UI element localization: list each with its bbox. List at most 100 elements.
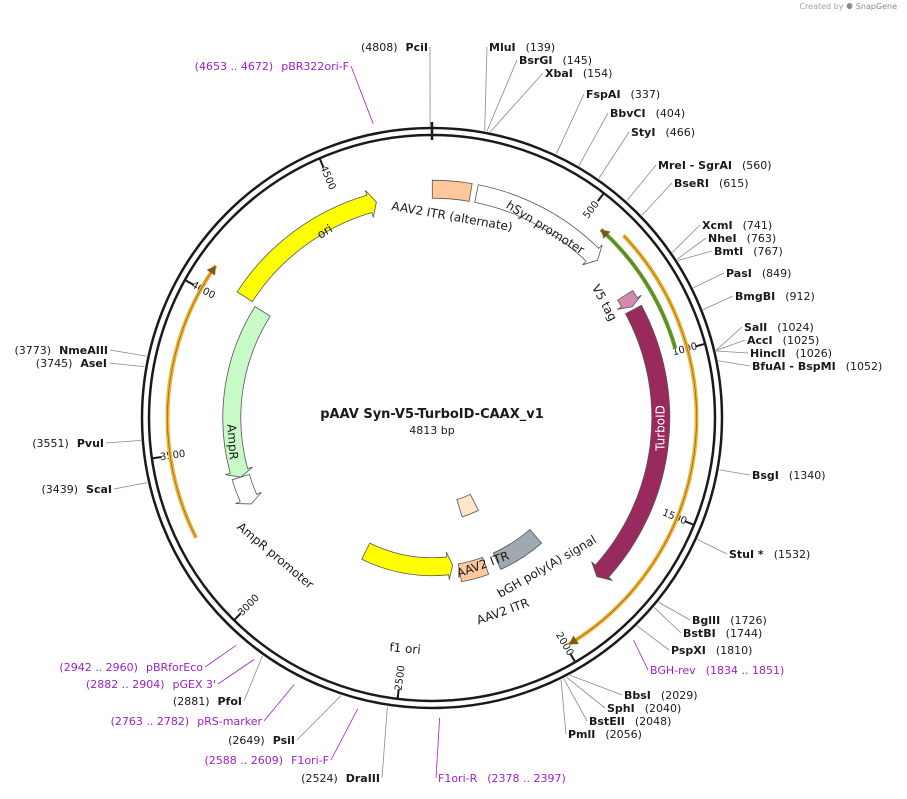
site-pfoi[interactable]: PfoI(2881)	[173, 695, 242, 708]
site-position: (3551)	[32, 437, 69, 450]
site-fspai[interactable]: FspAI(337)	[586, 88, 660, 101]
site-line-xbai	[490, 72, 544, 133]
tick-mark	[233, 612, 242, 621]
site-bstbi[interactable]: BstBI(1744)	[683, 627, 762, 640]
site-line-bseri	[641, 182, 673, 216]
site-scai[interactable]: ScaI(3439)	[41, 483, 112, 496]
site-hincii[interactable]: HincII(1026)	[750, 347, 832, 360]
primer-prs-marker[interactable]: pRS-marker(2763 .. 2782)	[111, 715, 263, 728]
site-position: (560)	[742, 159, 772, 172]
orf-orange-left-arrowhead	[206, 265, 216, 276]
site-bsrgi[interactable]: BsrGI(145)	[519, 54, 592, 67]
feature-turboid[interactable]	[591, 304, 671, 581]
primer-f1ori-f[interactable]: F1ori-F(2588 .. 2609)	[205, 754, 330, 767]
feature-bgh-polya-signal[interactable]	[492, 528, 543, 570]
primer-pgex-3[interactable]: pGEX 3'(2882 .. 2904)	[86, 678, 216, 691]
site-bmgbi[interactable]: BmgBI(912)	[735, 290, 815, 303]
feature-aav2-itr-lower[interactable]	[457, 556, 490, 583]
watermark-created-by: Created by	[799, 2, 844, 11]
site-pspxi[interactable]: PspXI(1810)	[671, 644, 752, 657]
feature-ori[interactable]	[236, 190, 377, 303]
site-name: HincII	[750, 347, 786, 360]
feature-aav2-itr-light[interactable]	[456, 493, 479, 518]
site-pmli[interactable]: PmlI(2056)	[568, 728, 642, 741]
site-bseri[interactable]: BseRI(615)	[674, 177, 749, 190]
site-line-mlui	[484, 46, 488, 131]
site-psii[interactable]: PsiI(2649)	[228, 734, 295, 747]
site-line-acci	[715, 339, 746, 352]
site-nhei[interactable]: NheI(763)	[708, 232, 776, 245]
site-pasi[interactable]: PasI(849)	[726, 267, 791, 280]
primer-pbr322ori-f[interactable]: pBR322ori-F(4653 .. 4672)	[195, 60, 349, 73]
primer-line-pgex-3	[217, 659, 255, 685]
site-line-hincii	[716, 350, 749, 354]
site-line-pspxi	[636, 625, 670, 651]
feature-ampr[interactable]	[222, 306, 271, 478]
site-line-bmti	[677, 250, 713, 261]
site-mrei-sgrai[interactable]: MreI - SgrAI (560)	[658, 159, 772, 172]
site-sphi[interactable]: SphI(2040)	[607, 702, 681, 715]
site-line-nmeaiii	[109, 349, 147, 357]
feature-label-ampr: AmpR	[224, 424, 240, 461]
primer-pbrforeco[interactable]: pBRforEco (2942 .. 2960)	[59, 661, 203, 674]
site-line-bsgi	[719, 469, 751, 476]
site-styi[interactable]: StyI(466)	[631, 126, 695, 139]
feature-ampr-promoter[interactable]	[231, 473, 262, 505]
primer-bgh-rev[interactable]: BGH-rev(1834 .. 1851)	[650, 664, 784, 677]
site-mlui[interactable]: MluI(139)	[489, 41, 555, 54]
feature-v5-tag[interactable]	[617, 290, 642, 310]
site-line-bfuai-bspmi	[718, 360, 751, 367]
feature-f1-ori[interactable]	[361, 542, 454, 580]
site-position: (1340)	[789, 469, 826, 482]
feature-hsyn-promoter[interactable]	[474, 184, 603, 266]
site-xcmi[interactable]: XcmI(741)	[702, 219, 772, 232]
site-bbsi[interactable]: BbsI(2029)	[624, 689, 697, 702]
site-acci[interactable]: AccI(1025)	[747, 334, 819, 347]
site-name: PciI	[406, 41, 428, 54]
watermark: Created by ⚈ SnapGene	[799, 2, 897, 11]
site-position: (145)	[562, 54, 592, 67]
site-name: DraIII	[346, 772, 380, 785]
tick-mark	[695, 342, 706, 348]
site-position: (2524)	[301, 772, 338, 785]
site-line-scai	[113, 482, 148, 490]
site-name: BbsI	[624, 689, 651, 702]
site-position: (2056)	[605, 728, 642, 741]
site-nmeaiii[interactable]: NmeAIII(3773)	[15, 344, 109, 357]
site-name: NmeAIII	[59, 344, 108, 357]
site-name: PsiI	[273, 734, 295, 747]
site-bglii[interactable]: BglII(1726)	[692, 614, 767, 627]
tick-label: 2500	[394, 665, 408, 692]
site-bsteii[interactable]: BstEII(2048)	[589, 715, 671, 728]
site-draiii[interactable]: DraIII (2524)	[301, 772, 380, 785]
site-bmti[interactable]: BmtI(767)	[714, 245, 783, 258]
site-name: MreI - SgrAI	[658, 159, 732, 172]
site-name: BmtI	[714, 245, 743, 258]
site-name: XcmI	[702, 219, 733, 232]
primer-position: (2942 .. 2960)	[59, 661, 138, 674]
site-bfuai-bspmi[interactable]: BfuAI - BspMI(1052)	[752, 360, 882, 373]
site-name: BsgI	[752, 469, 779, 482]
site-line-stui	[697, 539, 728, 555]
site-stui[interactable]: StuI *(1532)	[729, 548, 810, 561]
feature-aav2-itr-alternate[interactable]	[431, 179, 473, 202]
site-bsgi[interactable]: BsgI (1340)	[752, 469, 825, 482]
site-asei[interactable]: AseI(3745)	[36, 357, 107, 370]
site-position: (4808)	[361, 41, 398, 54]
primer-name: pBR322ori-F	[281, 60, 349, 73]
site-position: (466)	[665, 126, 695, 139]
site-line-nhei	[676, 237, 707, 260]
site-pcii[interactable]: PciI (4808)	[361, 41, 428, 54]
site-bbvci[interactable]: BbvCI(404)	[610, 107, 685, 120]
site-name: BseRI	[674, 177, 709, 190]
site-line-bbsi	[570, 674, 623, 696]
site-name: PspXI	[671, 644, 706, 657]
orf-orange-left	[165, 264, 218, 539]
site-xbai[interactable]: XbaI(154)	[545, 67, 612, 80]
site-line-bglii	[658, 601, 691, 621]
primer-f1ori-r[interactable]: F1ori-R(2378 .. 2397)	[438, 772, 566, 785]
primer-name: pBRforEco	[146, 661, 203, 674]
site-pvui[interactable]: PvuI(3551)	[32, 437, 104, 450]
site-sali[interactable]: SalI(1024)	[744, 321, 814, 334]
primer-line-bgh-rev	[633, 639, 649, 671]
